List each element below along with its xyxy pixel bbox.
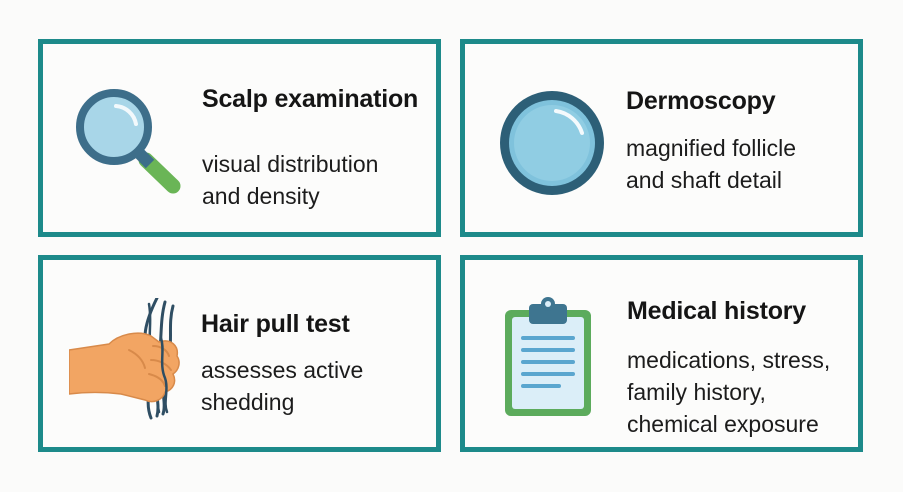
description-line: chemical exposure [627, 411, 819, 437]
description-line: assesses active [201, 357, 364, 383]
description-line: family history, [627, 379, 766, 405]
card-description: visual distribution and density [202, 148, 378, 212]
hand-pulling-hair-icon [69, 298, 180, 420]
card-title: Medical history [627, 297, 806, 325]
clipboard-icon [505, 297, 591, 416]
card-medical-history: Medical history medications, stress, fam… [460, 255, 863, 452]
description-line: shedding [201, 389, 295, 415]
description-line: and density [202, 183, 320, 209]
description-line: medications, stress, [627, 347, 831, 373]
card-scalp-examination: Scalp examination visual distribution an… [38, 39, 441, 237]
card-description: assesses active shedding [201, 354, 363, 418]
description-line: visual distribution [202, 151, 379, 177]
card-dermoscopy: Dermoscopy magnified follicle and shaft … [460, 39, 863, 237]
description-line: and shaft detail [626, 167, 783, 193]
card-description: magnified follicle and shaft detail [626, 132, 796, 196]
card-title: Scalp examination [202, 85, 419, 113]
card-title: Hair pull test [201, 310, 350, 338]
magnifying-glass-icon [76, 89, 181, 194]
description-line: magnified follicle [626, 135, 797, 161]
dermoscope-lens-icon [500, 91, 604, 195]
card-description: medications, stress, family history, che… [627, 344, 830, 440]
card-hair-pull-test: Hair pull test assesses active shedding [38, 255, 441, 452]
card-title: Dermoscopy [626, 87, 776, 115]
